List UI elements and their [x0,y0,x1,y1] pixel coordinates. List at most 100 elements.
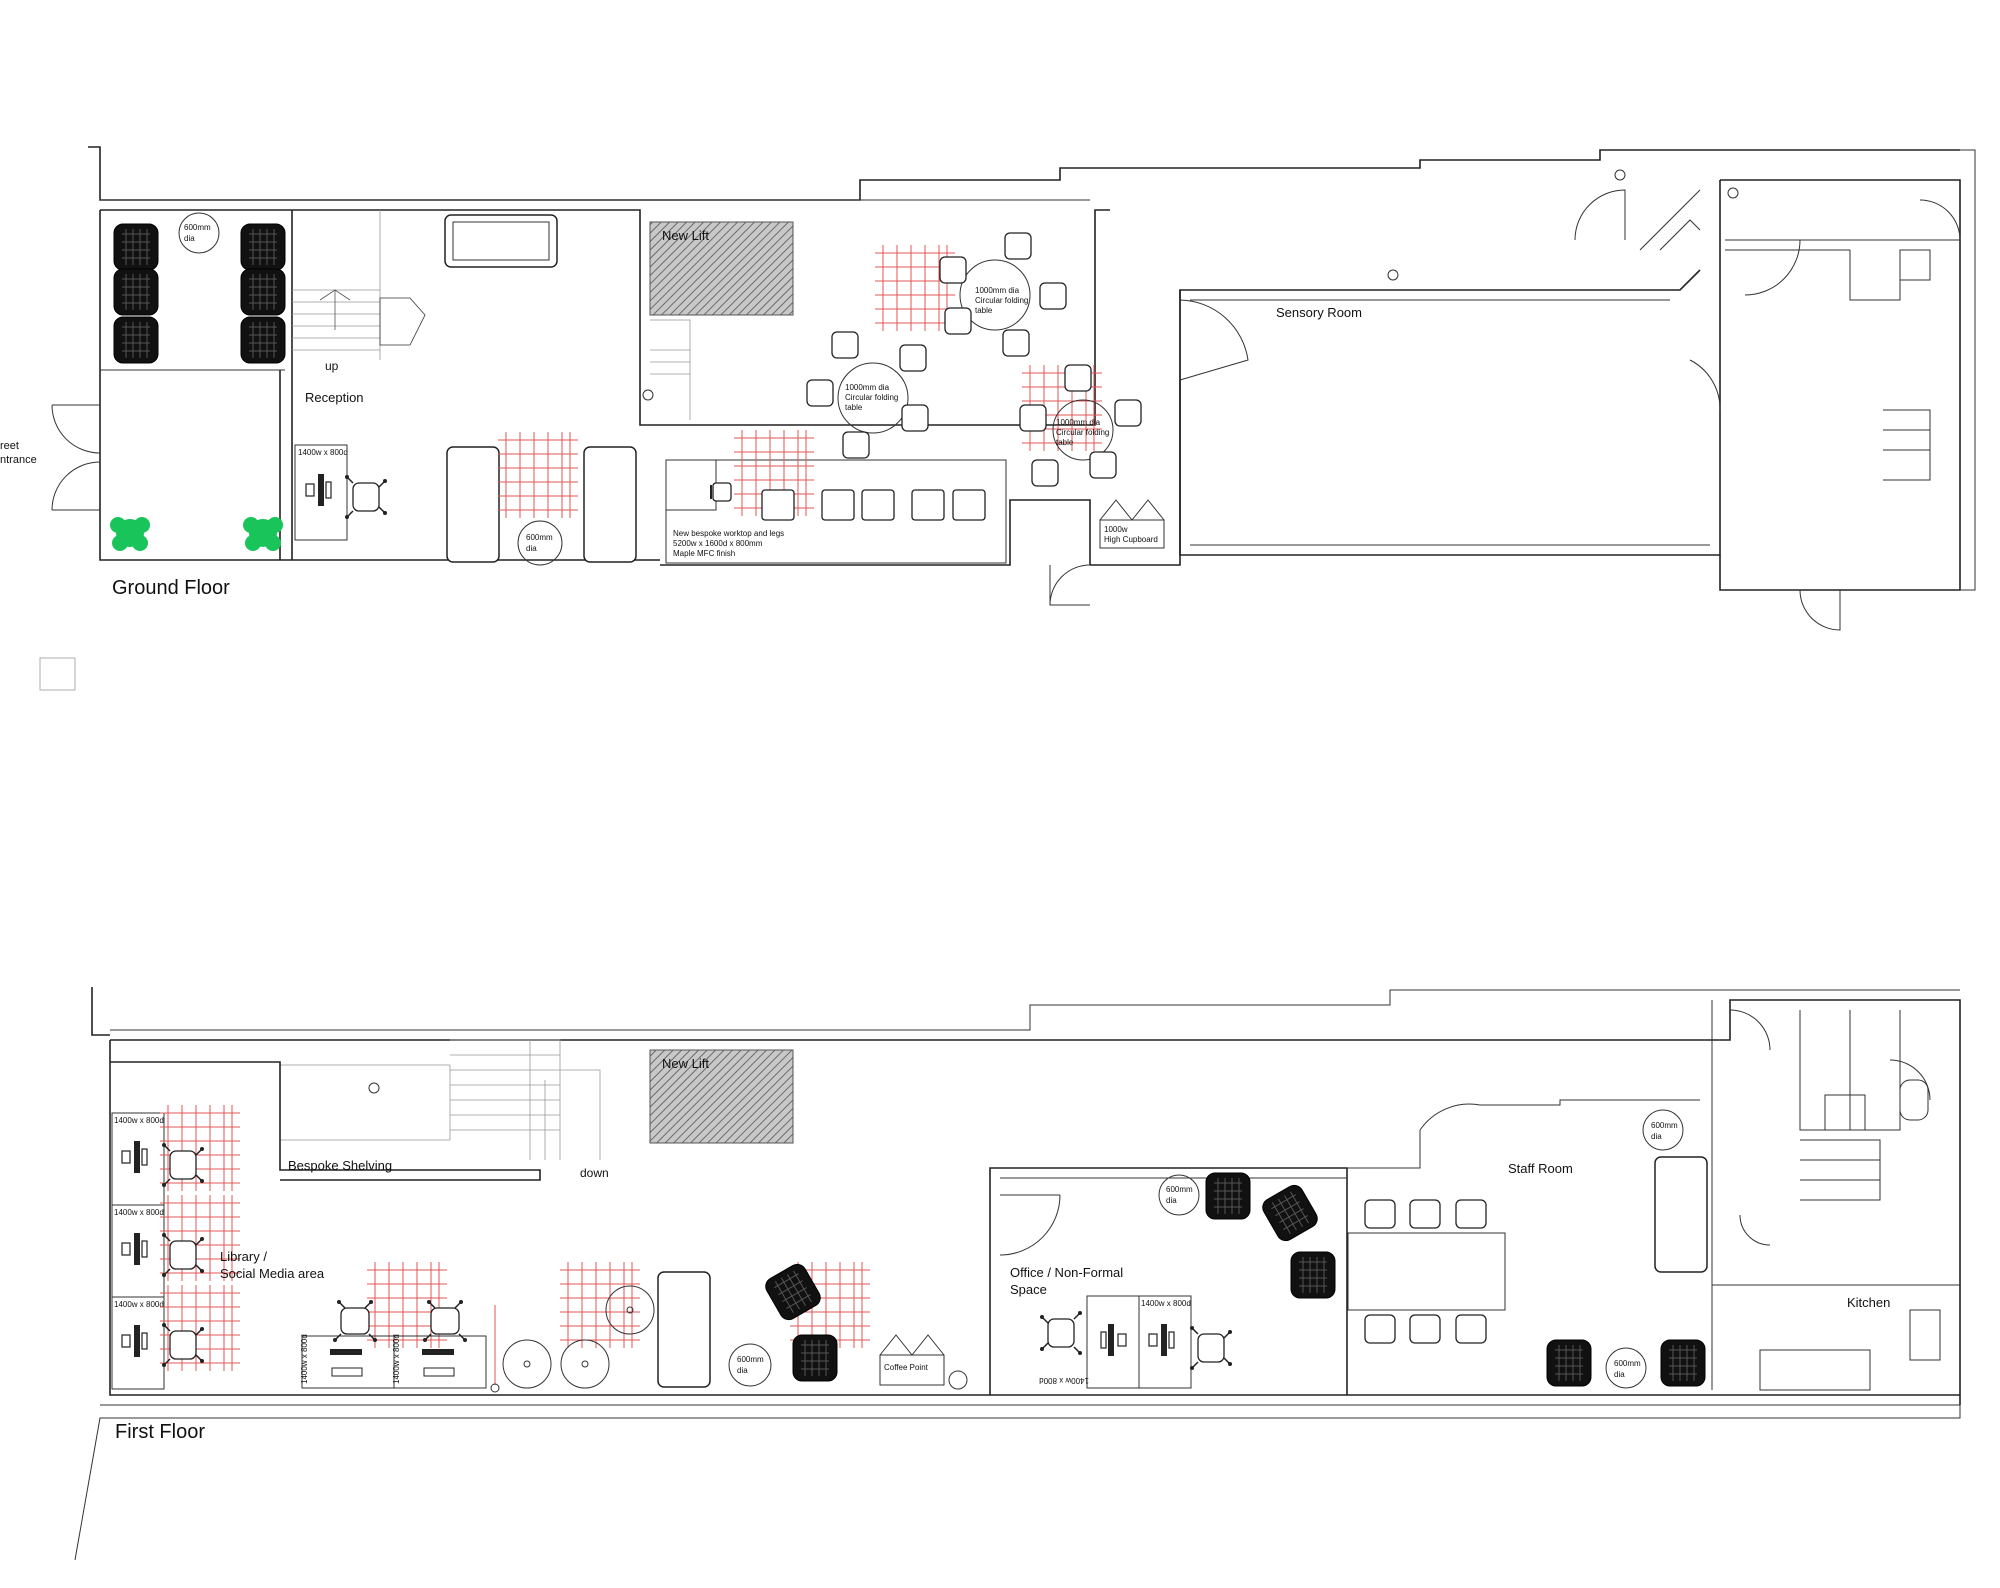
side-table-staff-label-2: dia [1651,1132,1662,1141]
worktop-stools [710,482,986,521]
stair-up-label: up [325,359,339,373]
table-a-label: 1000mm dia [975,286,1020,295]
stool-round [560,1339,610,1389]
monitor-icon [305,473,332,507]
lounge-pod-6 [240,316,286,364]
lounge-pod-2 [113,268,159,316]
side-table-lounge-label-1: 600mm [737,1355,764,1364]
cupboard-label-1: 1000w [1104,525,1128,534]
library-desk-3: 1400w x 800d [111,1296,165,1390]
sofa-reception-right [583,446,637,563]
bespoke-shelving-label: Bespoke Shelving [288,1158,392,1173]
new-lift-first [649,1049,794,1144]
street-entrance-label-2: ntrance [0,454,37,466]
side-table-lounge-label-2: dia [737,1366,748,1375]
stair-ground [292,210,426,360]
ground-floor-title: Ground Floor [112,577,230,599]
office-label-2: Space [1010,1282,1047,1297]
svg-text:New bespoke worktop and legs: New bespoke worktop and legs [673,529,784,538]
street-entrance-label-1: reet [0,440,19,452]
table-b-label-3: table [845,403,863,412]
svg-text:Maple MFC finish: Maple MFC finish [673,549,735,558]
lounge-pod [1290,1251,1336,1299]
ground-floor-plan: up reet ntrance 600mm dia 1400w x 800d R… [0,146,1976,691]
side-table-kitchen-label-1: 600mm [1614,1359,1641,1368]
desk-4-label: 1400w x 800d [300,1334,309,1384]
staff-room-label: Staff Room [1508,1161,1573,1176]
side-table-entry-label-1: 600mm [184,223,211,232]
sofa-staff [1654,1156,1708,1273]
first-floor-title: First Floor [115,1421,205,1443]
circular-table-b [837,362,909,434]
rug-grid [497,431,579,519]
side-table-staff-label-1: 600mm [1651,1121,1678,1130]
first-floor-plan: down Bespoke Shelving New Lift 1400w x 8… [74,987,1961,1561]
cupboard-label-2: High Cupboard [1104,535,1158,544]
worktop-note: New bespoke worktop and legs 5200w x 160… [673,529,784,558]
lounge-pod-1 [113,223,159,271]
side-table-entry-label-2: dia [184,234,195,243]
office-label-1: Office / Non-Formal [1010,1265,1123,1280]
svg-text:5200w x 1600d x 800mm: 5200w x 1600d x 800mm [673,539,763,548]
new-lift-ground [649,221,794,316]
street-entrance-door[interactable] [51,404,101,511]
door-ground[interactable] [1049,564,1091,606]
sofa-reception-left [446,446,500,563]
sofa-lounge [657,1271,711,1388]
desk-chair-icon [1039,1310,1083,1356]
side-table-reception [517,520,563,566]
side-table-kitchen [1605,1347,1647,1389]
staff-table [1347,1232,1506,1311]
coffee-point-label: Coffee Point [884,1363,929,1372]
bespoke-worktop [665,459,1007,564]
side-table-reception-label-2: dia [526,544,537,553]
folding-table-chairs [806,232,1142,487]
office-desk: 1400w x 800d 1400w x 800d [1039,1295,1192,1389]
new-lift-first-label: New Lift [662,1056,709,1071]
table-a-label-3: table [975,306,993,315]
library-desk-2: 1400w x 800d [111,1204,165,1298]
desk-office-bottom-label: 1400w x 800d [1039,1376,1089,1385]
lounge-pod [1660,1339,1706,1387]
side-table-entry [178,212,220,254]
desk-5-label: 1400w x 800d [392,1334,401,1384]
lounge-pod [1258,1181,1322,1245]
kitchen-label: Kitchen [1847,1295,1890,1310]
side-table-office-label-2: dia [1166,1196,1177,1205]
stair-down-label: down [580,1166,609,1180]
lounge-pod-4 [240,223,286,271]
reception-label: Reception [305,390,364,405]
side-table-reception-label-1: 600mm [526,533,553,542]
stool-round [605,1285,655,1335]
circular-table-a [959,259,1031,331]
lounge-pod-3 [113,316,159,364]
side-table-office [1158,1174,1200,1216]
lounge-pod [792,1334,838,1382]
staff-table-chairs [1364,1199,1487,1344]
lounge-pod [1205,1172,1251,1220]
lounge-pod [1546,1339,1592,1387]
library-label-1: Library / [220,1249,267,1264]
sensory-room-door[interactable] [1179,299,1249,381]
plant-icon [110,517,150,551]
desk-2-label: 1400w x 800d [114,1208,164,1217]
reception-desk [294,444,348,541]
first-service-area [1711,1000,1960,1391]
table-b-label: 1000mm dia [845,383,890,392]
office-door[interactable] [999,1194,1061,1256]
stool-round [502,1339,552,1389]
sofa-reception-top [444,214,558,268]
desk-3-label: 1400w x 800d [114,1300,164,1309]
table-a-label-2: Circular folding [975,296,1028,305]
desk-chair-icon [1189,1325,1233,1371]
new-lift-ground-label: New Lift [662,228,709,243]
lounge-pod-5 [240,268,286,316]
table-c-label-3: table [1056,438,1074,447]
side-table-staff [1642,1109,1684,1151]
rug-grid [559,1261,641,1349]
circular-table-c [1052,399,1114,461]
north-marker-box [39,657,76,691]
library-desk-1: 1400w x 800d [111,1112,165,1206]
table-b-label-2: Circular folding [845,393,898,402]
